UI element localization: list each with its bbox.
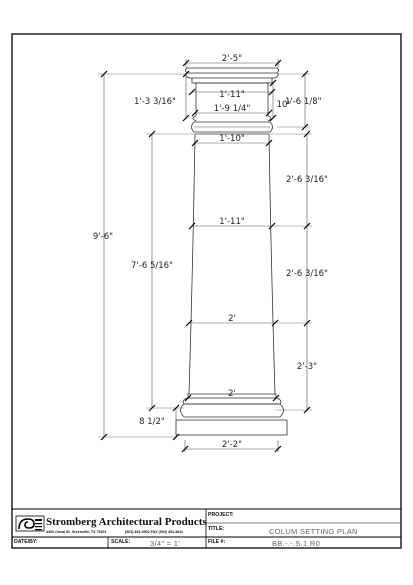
dim-top-shaft-width: 1'-10" bbox=[219, 134, 245, 144]
date-label: DATE/BY: bbox=[14, 539, 38, 545]
capital-abacus bbox=[185, 67, 279, 74]
capital-fillet bbox=[191, 78, 273, 84]
scale-label: SCALE: bbox=[111, 539, 131, 545]
dim-mid-width: 1'-11" bbox=[219, 217, 245, 227]
dimension-ticks bbox=[100, 59, 311, 453]
project-label: PROJECT: bbox=[208, 512, 234, 518]
scale-value: 3/4" = 1' bbox=[150, 539, 180, 548]
base-torus bbox=[180, 403, 284, 418]
company-logo-icon bbox=[15, 515, 45, 532]
file-label: FILE #: bbox=[208, 539, 226, 545]
dimension-labels: 2'-5" 1'-11" 1'-9 1/4" 1'-10" 1'-11" 2' … bbox=[93, 54, 328, 450]
company-address: 4400 Oneal St. Greenville, TX 75401 bbox=[46, 530, 107, 534]
title-label: TITLE: bbox=[208, 526, 225, 532]
dim-necking-to-base: 1'-6 1/8" bbox=[285, 97, 322, 107]
dim-cap-height: 1'-3 3/16" bbox=[134, 97, 176, 107]
dim-plinth-width: 2'-2" bbox=[222, 440, 242, 450]
dim-overall-height: 9'-6" bbox=[93, 232, 113, 242]
capital-echinus bbox=[185, 72, 279, 79]
dim-middle-segment: 2'-6 3/16" bbox=[286, 269, 328, 279]
dim-base-height: 8 1/2" bbox=[139, 417, 165, 427]
company-phone: (903) 454-0902 FAX (903) 454-3642 bbox=[125, 530, 184, 534]
title-value: COLUM SETTING PLAN bbox=[269, 527, 358, 536]
file-value: BB.-.-.S.1.R0 bbox=[272, 539, 321, 548]
dim-astragal-width: 1'-9 1/4" bbox=[214, 104, 251, 114]
dim-neck-height: 10" bbox=[277, 100, 292, 110]
company-name: Stromberg Architectural Products bbox=[46, 516, 207, 528]
column-neck bbox=[195, 83, 269, 116]
dim-bottom-width: 2' bbox=[228, 389, 236, 399]
necking-ring bbox=[191, 121, 273, 133]
astragal bbox=[192, 115, 272, 122]
dim-neck-width: 1'-11" bbox=[219, 90, 245, 100]
column-shaft bbox=[188, 133, 276, 395]
sheet-border bbox=[11, 33, 402, 549]
column-plinth bbox=[175, 419, 288, 436]
title-block bbox=[12, 508, 401, 548]
dim-lower-width: 2' bbox=[228, 314, 236, 324]
dim-upper-segment: 2'-6 3/16" bbox=[286, 175, 328, 185]
dim-capital-width: 2'-5" bbox=[222, 54, 242, 64]
dimension-lines bbox=[98, 59, 312, 452]
dim-shaft-height: 7'-6 5/16" bbox=[131, 261, 173, 271]
column-elevation bbox=[175, 67, 288, 436]
dim-lower-segment: 2'-3" bbox=[297, 362, 317, 372]
